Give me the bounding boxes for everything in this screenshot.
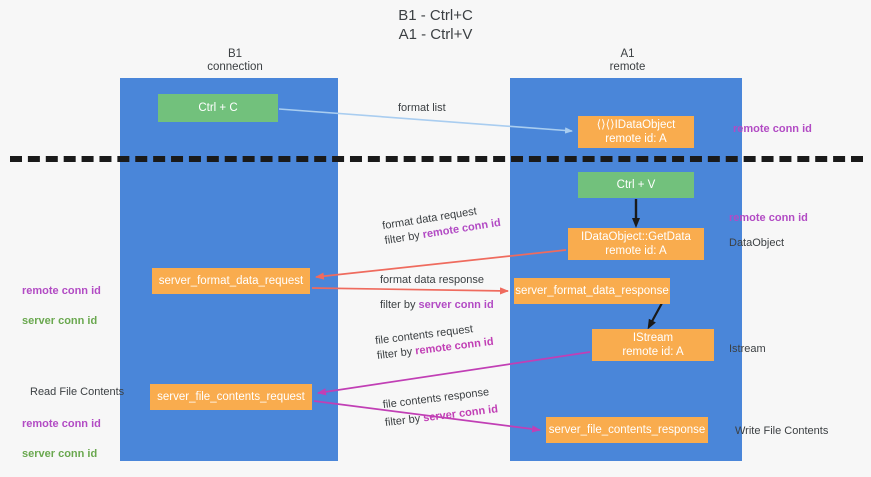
edge-label-file-contents-request: file contents request filter by remote c… [374,320,494,364]
node-idataobject-getdata[interactable]: IDataObject::GetData remote id: A [568,228,704,260]
annotation-left-conn-ids-2: remote conn id server conn id [22,402,101,477]
diagram-title: B1 - Ctrl+C A1 - Ctrl+V [398,7,473,43]
node-server-format-data-response[interactable]: server_format_data_response [514,278,670,304]
node-server-file-contents-request[interactable]: server_file_contents_request [150,384,312,410]
node-idataobject[interactable]: ⟨⟩⟨⟩IDataObject remote id: A [578,116,694,148]
annotation-left-server-conn-id: server conn id [22,315,98,327]
annotation-left-server-conn-id-2: server conn id [22,448,98,460]
edge-label-format-data-response: format data response filter by server co… [380,273,494,313]
filter-key-server-conn-id: server conn id [418,299,494,311]
node-server-file-contents-response[interactable]: server_file_contents_response [546,417,708,443]
node-ctrl-c[interactable]: Ctrl + C [158,94,278,122]
filter-prefix: filter by [384,412,424,430]
diagram-canvas: B1 - Ctrl+C A1 - Ctrl+V B1 connection A1… [10,7,863,461]
annotation-right-write-file-contents: Write File Contents [735,425,829,437]
edge-label-format-data-response-line2: filter by server conn id [380,298,494,313]
annotation-left-conn-ids: remote conn id server conn id [22,269,101,344]
edge-label-file-contents-response: file contents response filter by server … [382,384,499,431]
lane-header-a1: A1 remote [609,48,646,73]
annotation-right-istream: Istream [729,343,766,355]
annotation-left-remote-conn-id-2: remote conn id [22,418,101,430]
node-istream[interactable]: IStream remote id: A [592,329,714,361]
lane-header-b1: B1 connection [207,48,263,73]
phase-divider-dashed-line [10,156,863,162]
node-server-format-data-request[interactable]: server_format_data_request [152,268,310,294]
edge-label-format-data-request: format data request filter by remote con… [381,201,502,249]
edge-label-format-list: format list [398,102,446,114]
annotation-left-remote-conn-id: remote conn id [22,285,101,297]
annotation-right-dataobject: DataObject [729,237,785,249]
filter-prefix: filter by [376,345,416,363]
annotation-right-remote-conn-id-mid: remote conn id [729,212,808,224]
annotation-left-read-file-contents: Read File Contents [30,386,125,398]
annotation-right-remote-conn-id-top: remote conn id [733,123,812,135]
node-ctrl-v[interactable]: Ctrl + V [578,172,694,198]
edge-label-format-data-response-line1: format data response [380,274,484,286]
filter-prefix: filter by [380,299,419,311]
